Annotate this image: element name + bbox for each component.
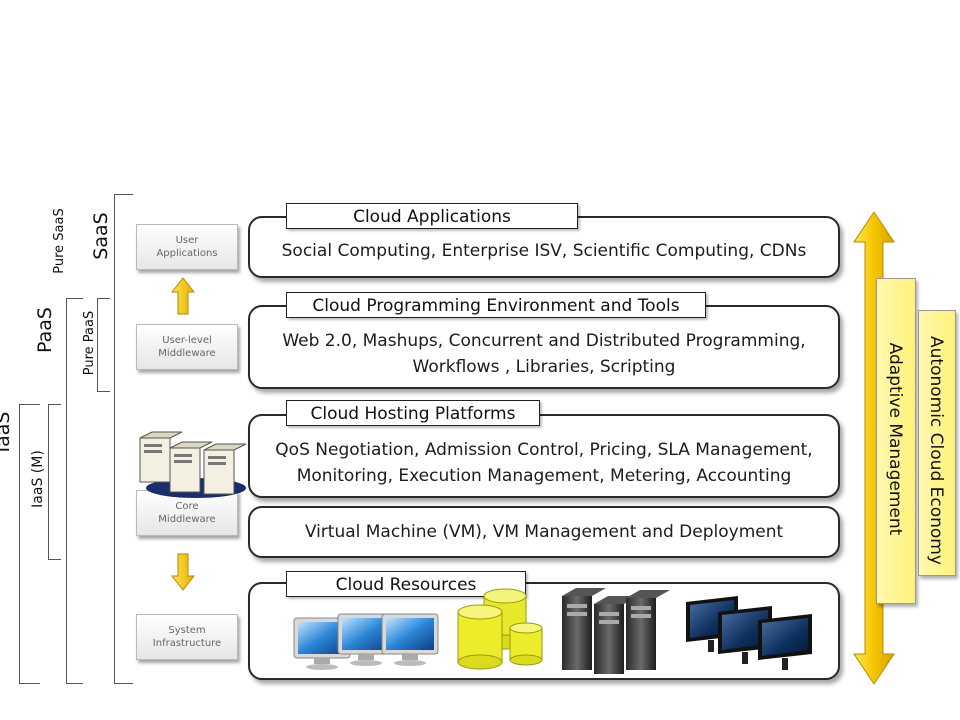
hosting-title: Cloud Hosting Platforms [286, 400, 540, 426]
programming-text-line1: Web 2.0, Mashups, Concurrent and Distrib… [282, 331, 806, 351]
server-towers-icon [562, 588, 670, 674]
system-infrastructure-box: System Infrastructure [136, 614, 238, 660]
applications-text: Social Computing, Enterprise ISV, Scient… [281, 241, 807, 261]
hosting-panel: QoS Negotiation, Admission Control, Pric… [248, 414, 840, 498]
system-infrastructure-label: System Infrastructure [152, 624, 222, 650]
iaas-label: IaaS [0, 411, 14, 453]
pure-saas-label: Pure SaaS [52, 208, 67, 274]
saas-bracket [114, 194, 133, 684]
monitors-icon [293, 613, 439, 670]
hosting-text-line1: QoS Negotiation, Admission Control, Pric… [275, 440, 813, 460]
pure-paas-bracket [97, 298, 110, 392]
user-level-middleware-box: User-level Middleware [136, 324, 238, 370]
up-arrow-icon [171, 277, 195, 315]
user-applications-label: User Applications [156, 234, 218, 260]
vm-panel: Virtual Machine (VM), VM Management and … [248, 506, 840, 558]
down-arrow-icon [171, 553, 195, 591]
iaas-m-bracket [48, 404, 61, 560]
programming-title: Cloud Programming Environment and Tools [286, 292, 706, 318]
server-cluster-icon [139, 431, 247, 498]
user-applications-box: User Applications [136, 224, 238, 270]
hosting-text-line2: Monitoring, Execution Management, Meteri… [296, 466, 792, 486]
user-level-middleware-label: User-level Middleware [158, 334, 216, 360]
iaas-bracket [19, 404, 40, 684]
autonomic-cloud-economy-box [918, 310, 956, 576]
core-middleware-label: Core Middleware [158, 500, 216, 526]
saas-label: SaaS [90, 212, 112, 260]
applications-title: Cloud Applications [286, 203, 578, 229]
programming-text-line2: Workflows , Libraries, Scripting [412, 357, 676, 377]
vm-text: Virtual Machine (VM), VM Management and … [304, 522, 784, 542]
adaptive-management-box [876, 278, 916, 604]
autonomic-cloud-economy-label: Autonomic Cloud Economy [926, 336, 946, 565]
paas-bracket [66, 298, 83, 684]
storage-disks-icon [457, 588, 543, 670]
workstations-icon [686, 596, 812, 670]
adaptive-management-label: Adaptive Management [885, 342, 905, 536]
paas-label: PaaS [34, 307, 56, 353]
double-arrow-icon [853, 211, 895, 685]
